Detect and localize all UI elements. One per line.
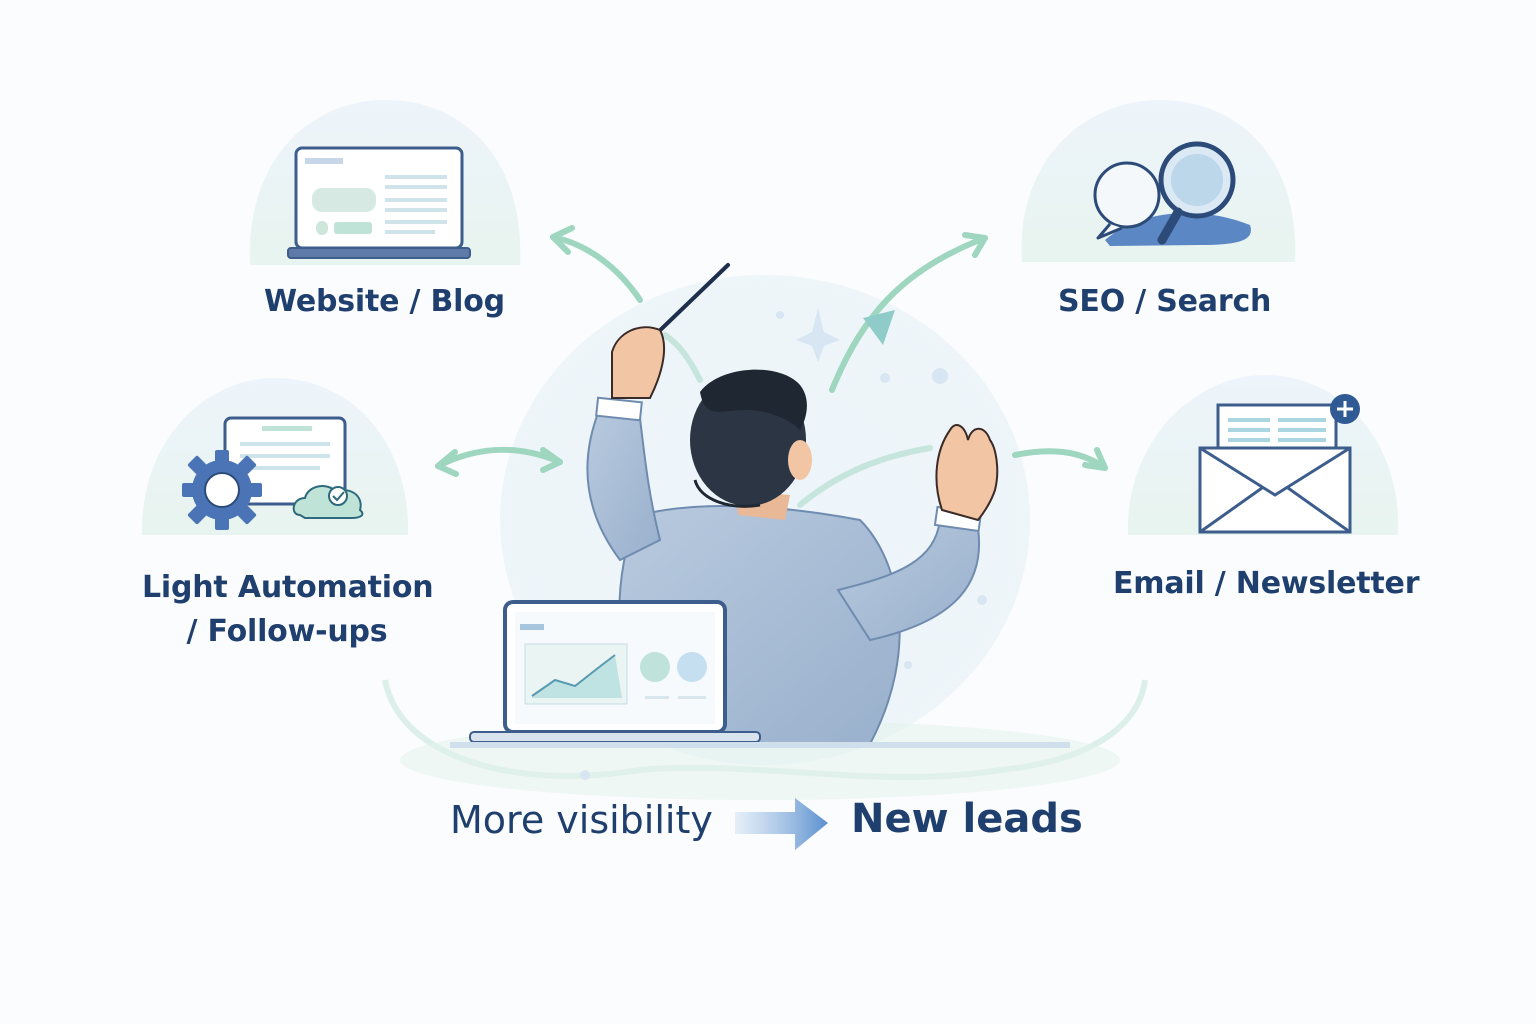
plus-badge-icon	[1330, 394, 1360, 424]
label-light-automation: Light Automation / Follow-ups	[142, 566, 434, 654]
label-email-newsletter: Email / Newsletter	[1113, 566, 1420, 601]
website-blog-icon	[249, 100, 521, 265]
tagline-new-leads: New leads	[851, 796, 1083, 842]
automation-icon	[141, 378, 409, 535]
accent-arrowhead	[863, 310, 895, 345]
flow-arrow	[735, 798, 828, 850]
label-light-automation-line2: / Follow-ups	[186, 614, 388, 649]
gear-icon	[182, 450, 262, 530]
connector-arrows	[435, 225, 1108, 508]
label-light-automation-line1: Light Automation	[142, 570, 434, 605]
cloud-check-icon	[292, 485, 364, 519]
label-seo-search: SEO / Search	[1058, 284, 1272, 319]
email-newsletter-icon	[1127, 375, 1399, 535]
label-website-blog: Website / Blog	[264, 284, 505, 319]
desk-surface	[450, 742, 1070, 748]
laptop-analytics	[469, 600, 761, 743]
sparkles	[580, 308, 987, 780]
tagline-more-visibility: More visibility	[450, 798, 713, 842]
seo-search-icon	[1021, 100, 1296, 262]
